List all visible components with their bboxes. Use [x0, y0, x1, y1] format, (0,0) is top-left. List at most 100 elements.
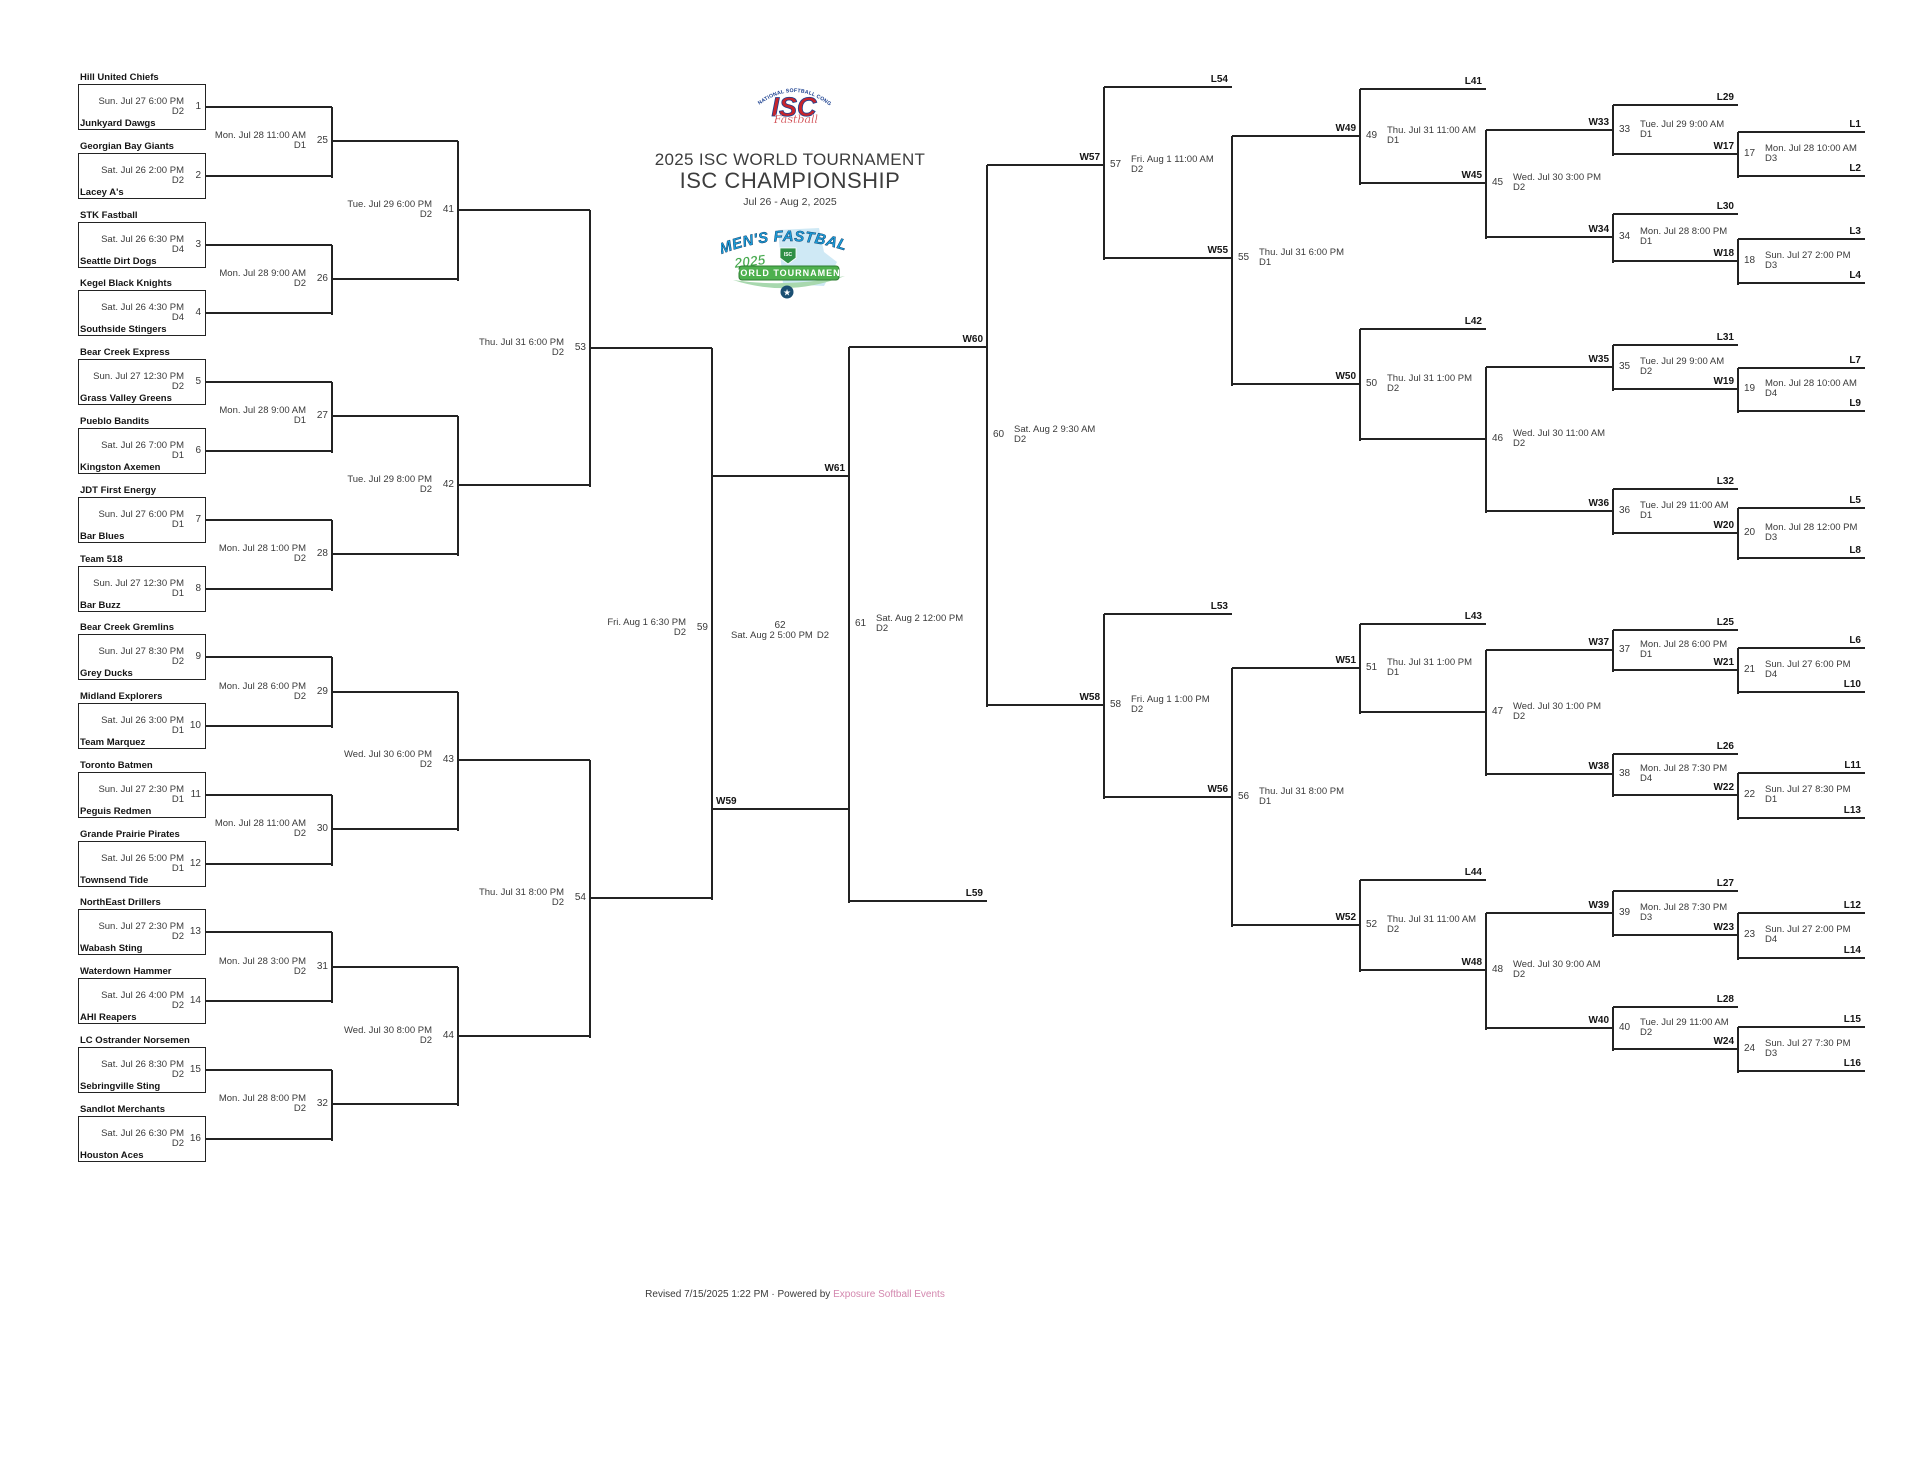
- game-date: Sun. Jul 27 12:30 PM: [93, 370, 184, 382]
- loser-feed-line: [1613, 488, 1738, 490]
- game-date: Wed. Jul 30 8:00 PM: [343, 1024, 432, 1036]
- game-division: D2: [816, 630, 829, 641]
- isc-logo-script: Fastball: [773, 113, 819, 126]
- feed-label: L14: [1843, 945, 1861, 956]
- winner-advance-line: [332, 691, 458, 693]
- team-name: Junkyard Dawgs: [80, 118, 156, 129]
- feed-label: L1: [1849, 119, 1861, 130]
- bracket-vline: [1612, 630, 1614, 672]
- bracket-vline: [1103, 87, 1105, 260]
- feed-label: L8: [1849, 545, 1861, 556]
- matchup-box: [78, 84, 206, 130]
- bracket-vline: [1359, 624, 1361, 714]
- feed-label: L9: [1849, 398, 1861, 409]
- bracket-vline: [331, 520, 333, 591]
- game-number: 23: [1744, 929, 1756, 940]
- winner-advance-line: [1486, 1027, 1613, 1029]
- footer-link[interactable]: Exposure Softball Events: [833, 1289, 945, 1300]
- game-date: Mon. Jul 28 10:00 AM: [1765, 142, 1857, 154]
- feed-label: L7: [1849, 355, 1861, 366]
- game-number: 2: [195, 170, 201, 181]
- event-logo-ball: [780, 285, 794, 299]
- bracket-vline: [331, 245, 333, 315]
- winner-advance-line: [206, 725, 332, 727]
- bracket-vline: [848, 347, 850, 903]
- loser-feed-line: [1738, 1070, 1865, 1072]
- game-number: 44: [442, 1030, 454, 1041]
- game-date: Thu. Jul 31 8:00 PM: [478, 886, 564, 898]
- feed-label: L27: [1716, 878, 1734, 889]
- game-date: Thu. Jul 31 6:00 PM: [1259, 246, 1345, 258]
- game-number: 56: [1238, 791, 1250, 802]
- winner-label: W52: [1335, 912, 1356, 923]
- game-division: D2: [551, 897, 564, 908]
- isc-logo: INTERNATIONAL SOFTBALL CONGRESS ISC Fast…: [750, 74, 832, 126]
- team-name: Bear Creek Express: [80, 347, 170, 358]
- feed-label: L53: [1210, 601, 1228, 612]
- game-date: Thu. Jul 31 8:00 PM: [1259, 785, 1345, 797]
- bracket-vline: [1612, 754, 1614, 797]
- winner-label: W33: [1588, 117, 1609, 128]
- game-date: Sat. Aug 2 5:00 PM: [730, 630, 813, 641]
- team-name: Team 518: [80, 554, 123, 565]
- feed-label: L4: [1849, 270, 1861, 281]
- game-division: D2: [1131, 704, 1144, 715]
- winner-advance-line: [590, 897, 712, 899]
- game-number: 28: [316, 548, 328, 559]
- game-division: D2: [293, 278, 306, 289]
- winner-advance-line: [1613, 388, 1738, 390]
- winner-advance-line: [458, 759, 590, 761]
- winner-advance-line: [1613, 1048, 1738, 1050]
- winner-advance-line: [590, 347, 712, 349]
- loser-feed-line: [1738, 238, 1865, 240]
- team-name: Hill United Chiefs: [80, 72, 159, 83]
- winner-advance-line: [1613, 532, 1738, 534]
- bracket-vline: [1737, 913, 1739, 960]
- winner-advance-line: [332, 966, 458, 968]
- game-number: 18: [1744, 255, 1756, 266]
- game-number: 19: [1744, 383, 1756, 394]
- feed-label: L54: [1210, 74, 1228, 85]
- game-number: 21: [1744, 664, 1756, 675]
- game-division: D1: [293, 140, 306, 151]
- team-name: Toronto Batmen: [80, 760, 153, 771]
- winner-advance-line: [1613, 260, 1738, 262]
- game-date: Sat. Jul 26 6:30 PM: [101, 233, 184, 245]
- game-date: Sun. Jul 27 8:30 PM: [98, 645, 184, 657]
- page-title: 2025 ISC WORLD TOURNAMENT: [654, 150, 926, 169]
- game-division: D1: [1640, 510, 1653, 521]
- game-division: D4: [171, 312, 184, 323]
- event-logo-shield-text: ISC: [784, 252, 793, 258]
- game-number: 27: [316, 410, 328, 421]
- game-date: Tue. Jul 29 11:00 AM: [1640, 1016, 1729, 1028]
- game-number: 9: [195, 651, 201, 662]
- winner-advance-line: [1613, 934, 1738, 936]
- winner-label: W39: [1588, 900, 1609, 911]
- feed-label: L59: [965, 888, 983, 899]
- loser-feed-line: [1360, 879, 1486, 881]
- winner-label: W60: [962, 334, 983, 345]
- winner-label: W35: [1588, 354, 1609, 365]
- game-date: Sun. Jul 27 2:00 PM: [1765, 923, 1851, 935]
- game-date: Tue. Jul 29 11:00 AM: [1640, 499, 1729, 511]
- winner-advance-line: [458, 209, 590, 211]
- team-name: Peguis Redmen: [80, 806, 152, 817]
- team-name: Townsend Tide: [80, 875, 149, 886]
- winner-advance-line: [332, 140, 458, 142]
- game-date: Wed. Jul 30 11:00 AM: [1513, 427, 1606, 439]
- loser-feed-line: [1738, 912, 1865, 914]
- game-number: 39: [1619, 907, 1631, 918]
